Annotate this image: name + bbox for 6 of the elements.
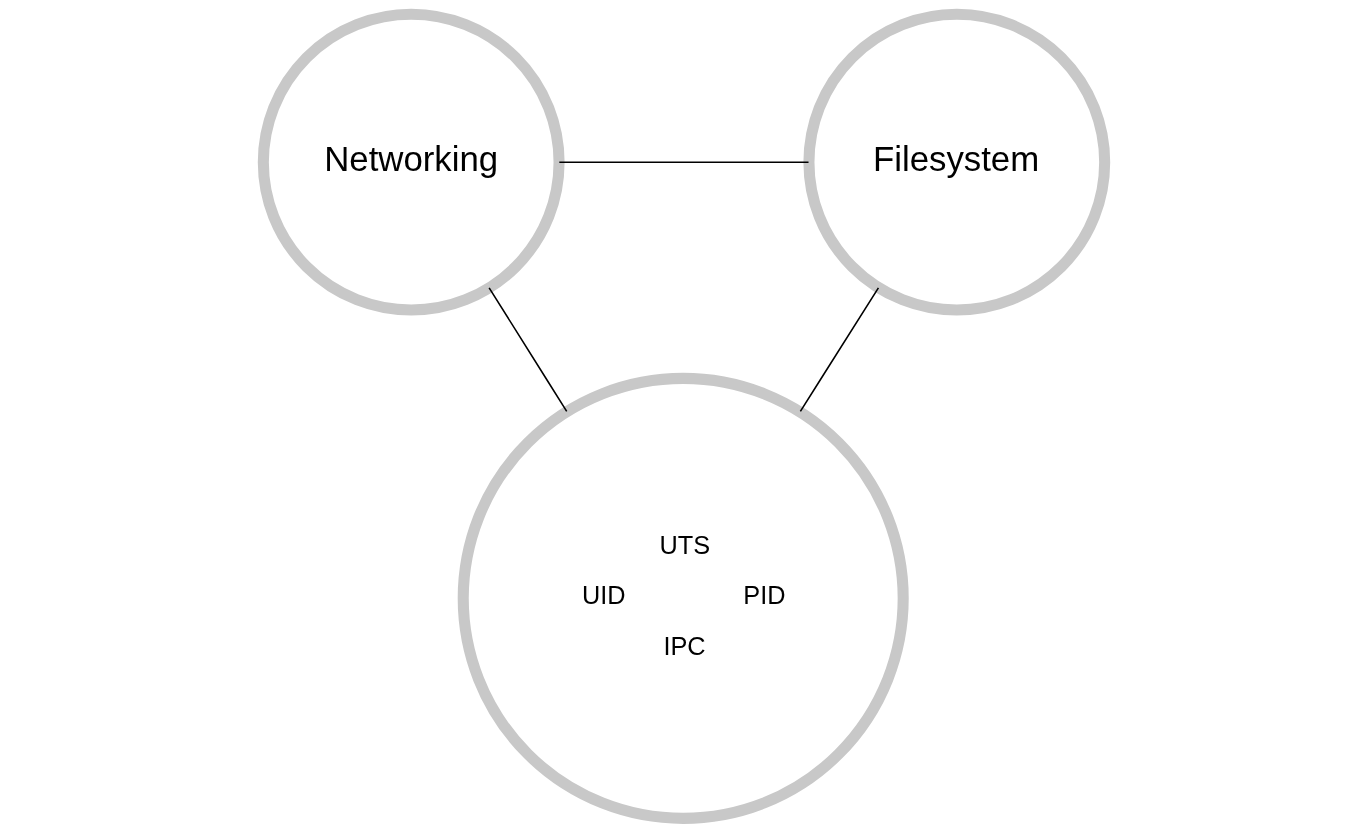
node-circle: Networking	[257, 8, 565, 316]
connector	[558, 161, 809, 163]
connector	[487, 287, 567, 413]
node-circle: Filesystem	[802, 8, 1110, 316]
connector	[799, 287, 879, 413]
node-circle: UTS UID PID IPC	[457, 372, 909, 824]
